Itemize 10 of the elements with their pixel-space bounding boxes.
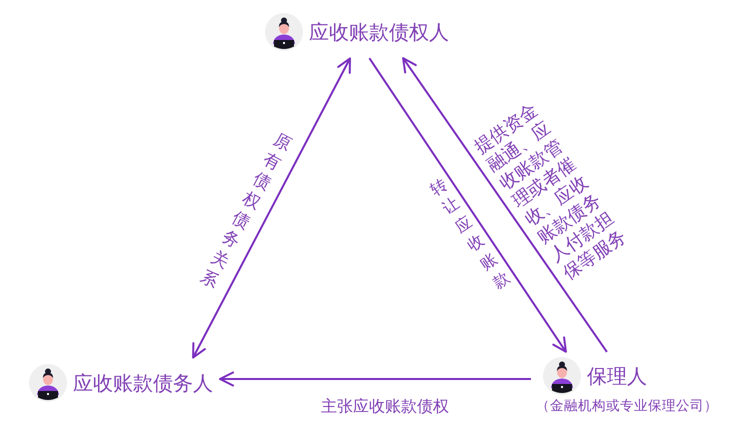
arrow xyxy=(368,58,567,353)
edge-label: 原有债权债务关系 xyxy=(197,128,295,294)
edge-label: 主张应收账款债权 xyxy=(321,396,449,416)
node-caption: （金融机构或专业保理公司） xyxy=(536,397,718,416)
node-label: 保理人 xyxy=(587,363,647,389)
arrow xyxy=(402,57,608,352)
double-headed-arrow xyxy=(192,57,351,359)
arrow xyxy=(219,372,531,386)
node-label: 应收账款债务人 xyxy=(73,370,213,396)
node-label: 应收账款债权人 xyxy=(309,19,449,45)
